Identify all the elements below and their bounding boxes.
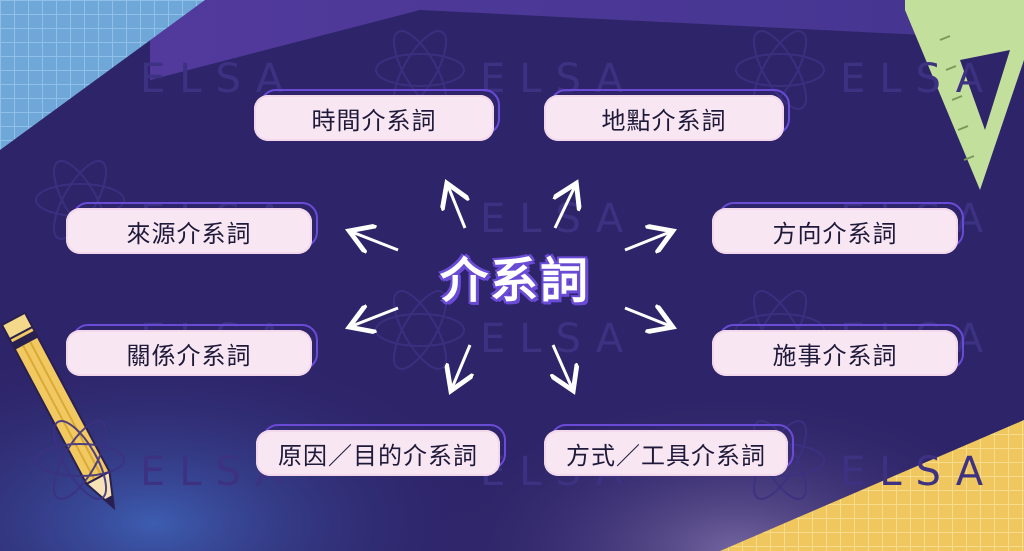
svg-text:ELSA: ELSA xyxy=(480,56,637,102)
category-label: 時間介系詞 xyxy=(311,106,437,135)
arrow-to-manner xyxy=(553,344,572,388)
category-label: 地點介系詞 xyxy=(601,106,727,135)
svg-text:ELSA: ELSA xyxy=(480,196,637,242)
category-source: 來源介系詞 xyxy=(66,202,318,254)
svg-text:ELSA: ELSA xyxy=(840,449,997,495)
category-label: 方向介系詞 xyxy=(772,219,898,248)
category-time: 時間介系詞 xyxy=(254,89,500,141)
arrow-to-source xyxy=(352,232,399,250)
category-place: 地點介系詞 xyxy=(544,89,790,141)
center-title: 介系詞 xyxy=(410,246,620,309)
category-relation: 關係介系詞 xyxy=(66,324,318,376)
grid-paper-blue xyxy=(0,0,205,150)
category-label: 來源介系詞 xyxy=(126,219,252,248)
arrow-to-agent xyxy=(624,308,670,326)
category-label: 方式／工具介系詞 xyxy=(566,441,766,470)
arrow-to-reason xyxy=(452,344,470,388)
category-manner-tool: 方式／工具介系詞 xyxy=(544,424,794,476)
category-agent: 施事介系詞 xyxy=(712,324,964,376)
center-title-text: 介系詞 xyxy=(439,253,590,309)
arrow-to-place xyxy=(555,186,575,229)
grid-paper-yellow xyxy=(720,420,1024,551)
arrow-to-direction xyxy=(624,232,670,250)
arrow-to-relation xyxy=(352,308,399,326)
arrow-to-time xyxy=(448,186,465,229)
category-label: 關係介系詞 xyxy=(126,341,252,370)
category-direction: 方向介系詞 xyxy=(712,202,964,254)
category-label: 原因／目的介系詞 xyxy=(278,441,478,470)
svg-text:ELSA: ELSA xyxy=(480,316,637,362)
category-reason-purpose: 原因／目的介系詞 xyxy=(256,424,506,476)
pencil-icon xyxy=(0,311,116,511)
top-band-shape xyxy=(150,0,1024,80)
svg-text:ELSA: ELSA xyxy=(840,56,997,102)
triangle-ruler-icon xyxy=(905,0,1024,190)
svg-text:ELSA: ELSA xyxy=(140,56,297,102)
category-label: 施事介系詞 xyxy=(772,341,898,370)
